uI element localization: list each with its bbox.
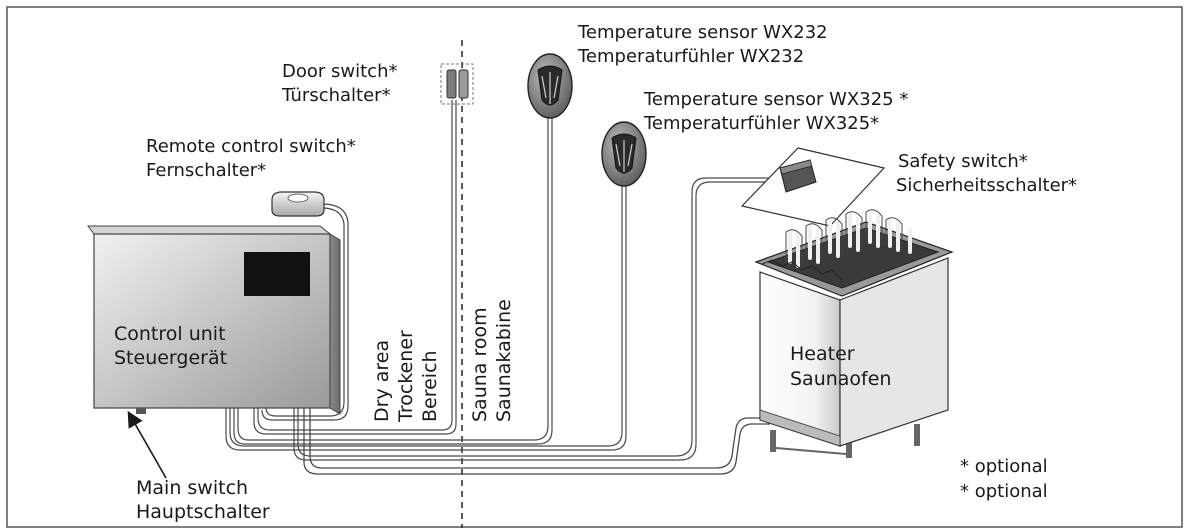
optional-note-en: * optional (960, 456, 1048, 477)
safety-switch-cable-inner (293, 181, 778, 461)
remote-control-label-en: Remote control switch* (146, 136, 356, 157)
sauna-room-label-en: Sauna room (469, 307, 491, 422)
sensor-wx232-cable-inner (233, 118, 553, 445)
control-unit (87, 225, 341, 415)
safety-switch-cable (297, 177, 778, 457)
sensor-wx325-cable (229, 186, 623, 447)
control-unit-label-en: Control unit (114, 323, 226, 345)
heater-power-cable-inner (303, 408, 770, 475)
control-unit-label-de: Steuergerät (114, 347, 227, 369)
safety-switch-label-de: Sicherheitsschalter* (896, 175, 1077, 196)
remote-control-label-de: Fernschalter* (146, 160, 266, 181)
door-switch-cable-inner (253, 100, 457, 435)
cables (225, 100, 778, 475)
main-switch-label-de: Hauptschalter (136, 501, 270, 523)
dry-area-label-line1: Dry area (371, 340, 393, 422)
sensor-wx232-label-de: Temperaturfühler WX232 (577, 46, 804, 67)
door-switch-label-de: Türschalter* (281, 85, 391, 106)
remote-control-switch (271, 191, 325, 217)
temperature-sensor-wx325 (601, 121, 647, 187)
heater-label-en: Heater (790, 343, 855, 365)
dry-area-label-line2: Trockener (395, 330, 417, 423)
sensor-wx232-cable (237, 118, 549, 441)
door-switch-cable (257, 100, 453, 431)
safety-switch-label-en: Safety switch* (898, 151, 1028, 172)
sauna-heater (754, 209, 954, 458)
sensor-wx325-label-en: Temperature sensor WX325 * (643, 89, 908, 110)
diagram-border (6, 6, 1183, 528)
heater-label-de: Saunaofen (790, 368, 891, 390)
safety-switch (740, 147, 886, 227)
temperature-sensor-wx232 (527, 53, 573, 119)
control-unit-display (244, 252, 310, 296)
main-switch-knob (136, 408, 146, 414)
heater-power-cable (309, 408, 770, 469)
main-switch-arrow (127, 410, 167, 479)
sensor-wx325-label-de: Temperaturfühler WX325* (643, 113, 879, 134)
main-switch-label-en: Main switch (136, 477, 248, 499)
door-switch-label-en: Door switch* (282, 61, 397, 82)
sensor-wx232-label-en: Temperature sensor WX232 (577, 22, 828, 43)
dry-area-label-line3: Bereich (419, 350, 441, 422)
sensor-wx325-cable-inner (225, 186, 627, 451)
optional-note-de: * optional (960, 481, 1048, 502)
remote-control-cable (261, 203, 349, 421)
sauna-room-label-de: Saunakabine (493, 299, 515, 422)
door-switch (440, 63, 474, 105)
